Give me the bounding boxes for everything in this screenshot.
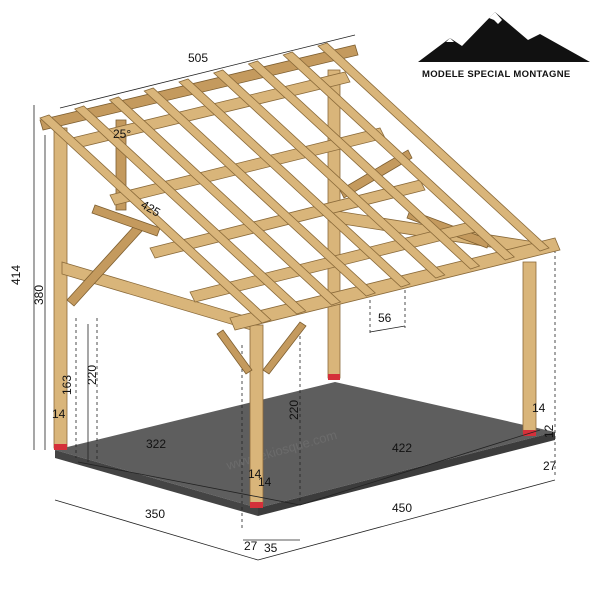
rafter	[178, 78, 411, 288]
rafter	[212, 69, 446, 279]
dim-bottom-35: 35	[264, 541, 278, 555]
dim-post-height: 380	[32, 285, 46, 305]
dim-total-height: 414	[9, 265, 23, 285]
dim-bottom-27: 27	[244, 539, 258, 553]
dim-rafter-spacing: 56	[378, 311, 392, 325]
dim-width-outer: 450	[392, 501, 412, 515]
dim-width-inner: 422	[392, 441, 412, 455]
dim-roof-angle: 25°	[113, 127, 131, 141]
rafters	[39, 42, 550, 324]
mountain-logo-icon	[418, 12, 590, 62]
brand-label: MODELE SPECIAL MONTAGNE	[422, 69, 571, 80]
dim-height-220-left: 220	[85, 365, 99, 385]
dimension-lines	[33, 34, 556, 561]
front-post	[216, 321, 307, 506]
reference-lines	[75, 250, 556, 530]
dim-depth-outer: 350	[145, 507, 165, 521]
dim-ridge-length: 505	[188, 51, 208, 65]
dim-offset-front-a: 14	[248, 467, 262, 481]
dim-brace-height: 163	[60, 375, 74, 395]
dim-right-12: 12	[542, 424, 556, 438]
dim-offset-left: 14	[52, 407, 66, 421]
rafter	[247, 60, 481, 270]
rafter	[317, 42, 550, 252]
eave-beam	[229, 237, 561, 331]
rafter	[73, 105, 307, 315]
dim-right-27: 27	[543, 459, 557, 473]
dim-offset-front-b: 14	[258, 475, 272, 489]
dim-height-220-front: 220	[287, 400, 301, 420]
left-frame	[53, 127, 259, 449]
rafter	[39, 114, 272, 324]
rafter	[143, 87, 377, 297]
rafter	[108, 96, 342, 306]
dim-offset-right: 14	[532, 401, 546, 415]
dim-depth-inner: 322	[146, 437, 166, 451]
rafter	[282, 51, 516, 261]
